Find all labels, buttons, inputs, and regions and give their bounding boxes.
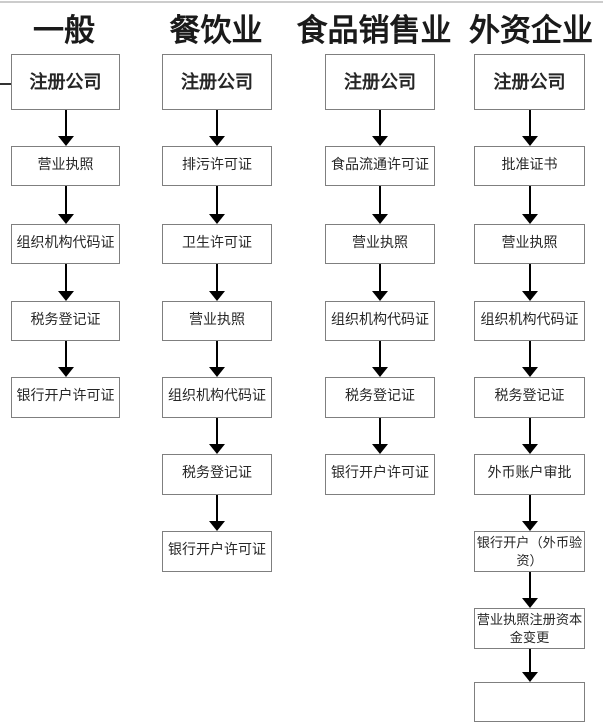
arrow-down-icon (521, 649, 538, 682)
column-title-general: 一般 (33, 13, 95, 48)
column-title-foreign-enterprise: 外资企业 (469, 13, 593, 48)
flow-box: 营业执照注册资本金变更 (474, 608, 585, 649)
arrow-down-icon (521, 495, 538, 531)
arrow-down-icon (57, 341, 74, 377)
flow-box: 税务登记证 (162, 454, 272, 495)
arrow-down-icon (521, 110, 538, 146)
left-connector-line (0, 83, 11, 85)
flow-box: 组织机构代码证 (11, 224, 120, 264)
flow-box: 注册公司 (325, 54, 435, 110)
flow-box: 营业执照 (11, 146, 120, 186)
arrow-down-icon (57, 186, 74, 224)
flow-box-cutoff (474, 682, 585, 722)
arrow-down-icon (57, 264, 74, 301)
flow-box: 注册公司 (162, 54, 272, 110)
flow-box: 银行开户许可证 (11, 377, 120, 418)
column-title-catering: 餐饮业 (169, 13, 263, 48)
arrow-down-icon (208, 186, 225, 224)
arrow-down-icon (521, 418, 538, 454)
flow-box: 税务登记证 (474, 377, 585, 418)
arrow-down-icon (208, 264, 225, 301)
flow-box: 营业执照 (162, 301, 272, 341)
arrow-down-icon (371, 264, 388, 301)
flow-box: 组织机构代码证 (162, 377, 272, 418)
flow-box: 税务登记证 (11, 301, 120, 341)
arrow-down-icon (521, 186, 538, 224)
arrow-down-icon (521, 341, 538, 377)
arrow-down-icon (208, 110, 225, 146)
flow-box: 注册公司 (474, 54, 585, 110)
flow-box: 组织机构代码证 (325, 301, 435, 341)
flow-box: 营业执照 (474, 224, 585, 264)
arrow-down-icon (371, 186, 388, 224)
column-title-food-sales: 食品销售业 (296, 13, 452, 48)
arrow-down-icon (371, 341, 388, 377)
top-divider-line (0, 1, 603, 3)
arrow-down-icon (57, 110, 74, 146)
arrow-down-icon (208, 418, 225, 454)
flow-box: 税务登记证 (325, 377, 435, 418)
flow-box: 外币账户审批 (474, 454, 585, 495)
flowchart-canvas: 一般 餐饮业 食品销售业 外资企业 注册公司 营业执照 组织机构代码证 税务登记… (0, 0, 603, 686)
arrow-down-icon (521, 572, 538, 608)
arrow-down-icon (521, 264, 538, 301)
arrow-down-icon (208, 341, 225, 377)
arrow-down-icon (208, 495, 225, 531)
flow-box: 食品流通许可证 (325, 146, 435, 186)
flow-box: 银行开户许可证 (162, 531, 272, 572)
flow-box: 注册公司 (11, 54, 120, 110)
flow-box: 批准证书 (474, 146, 585, 186)
arrow-down-icon (371, 418, 388, 454)
flow-box: 卫生许可证 (162, 224, 272, 264)
flow-box: 银行开户许可证 (325, 454, 435, 495)
flow-box: 排污许可证 (162, 146, 272, 186)
arrow-down-icon (371, 110, 388, 146)
flow-box: 营业执照 (325, 224, 435, 264)
flow-box: 银行开户（外币验资） (474, 531, 585, 572)
flow-box: 组织机构代码证 (474, 301, 585, 341)
